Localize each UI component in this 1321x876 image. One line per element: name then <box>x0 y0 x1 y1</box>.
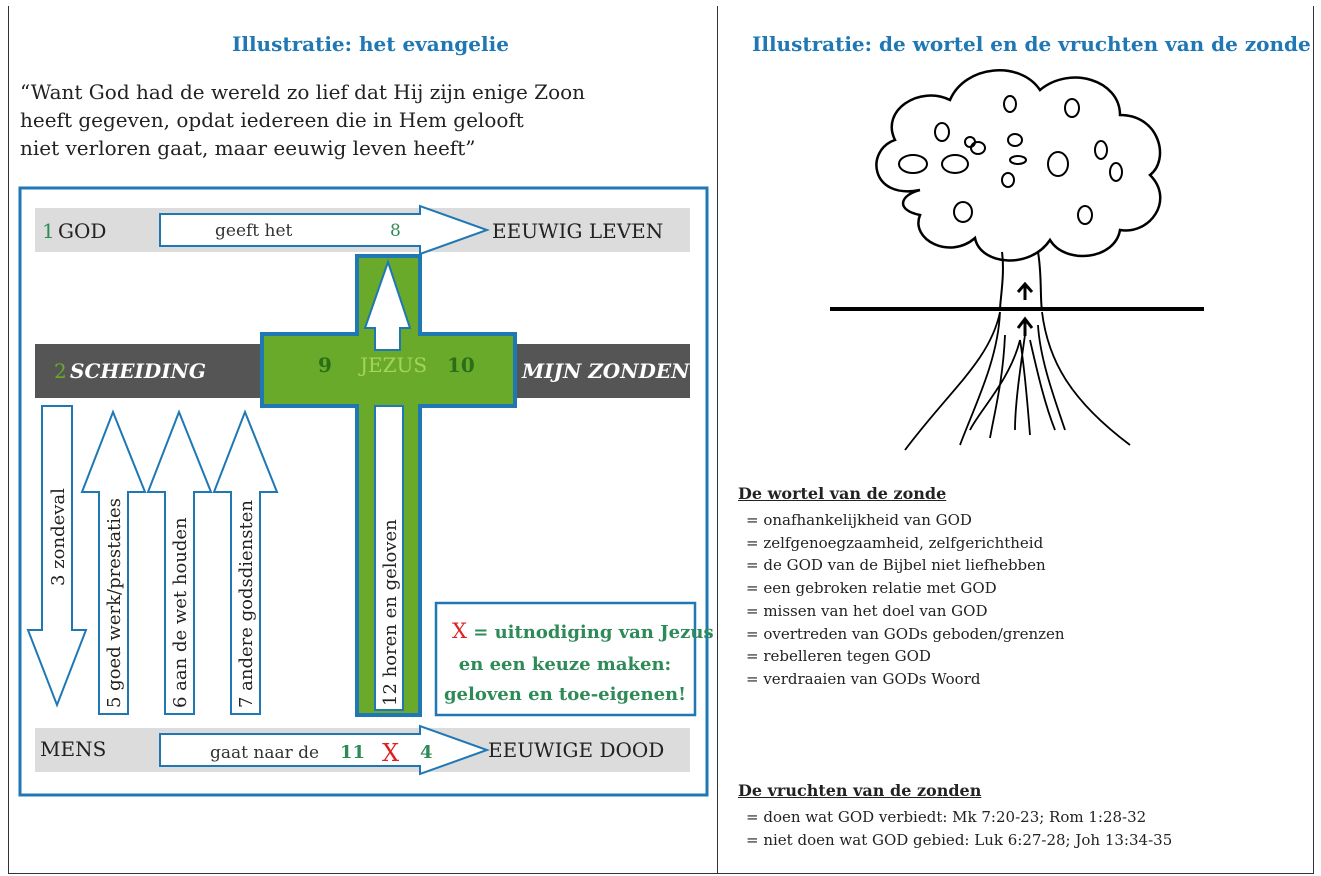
list-item: = een gebroken relatie met GOD <box>746 579 997 598</box>
fruit <box>898 154 928 174</box>
fruit <box>953 201 973 223</box>
column-divider <box>717 6 718 874</box>
man-label: MENS <box>40 737 106 761</box>
separation-label: SCHEIDING <box>70 359 206 383</box>
list-item: = rebelleren tegen GOD <box>746 647 931 666</box>
quote-line: “Want God had de wereld zo lief dat Hij … <box>20 80 586 104</box>
tree-roots <box>904 311 1131 451</box>
list-item: = niet doen wat GOD gebied: Luk 6:27-28;… <box>746 830 1173 849</box>
number-4: 4 <box>420 742 433 763</box>
invitation-line-3: geloven en toe-eigenen! <box>444 684 686 705</box>
list-item: = overtreden van GODs geboden/grenzen <box>746 624 1065 643</box>
tree-canopy <box>875 69 1162 262</box>
gives-arrow <box>159 204 490 256</box>
roots-heading: De wortel van de zonde <box>738 484 947 503</box>
list-item: = de GOD van de Bijbel niet liefhebben <box>746 556 1046 575</box>
list-item: = verdraaien van GODs Woord <box>746 669 981 688</box>
right-panel-title: Illustratie: de wortel en de vruchten va… <box>752 32 1311 56</box>
fruit <box>1009 155 1027 165</box>
gives-label: geeft het <box>215 221 293 241</box>
gospel-diagram: 1 GOD geeft het 8 EEUWIG LEVEN 2 SCHEIDI… <box>18 186 714 797</box>
fruits-list: = doen wat GOD verbiedt: Mk 7:20-23; Rom… <box>746 806 1172 851</box>
invitation-line-2: en een keuze maken: <box>459 654 671 675</box>
jesus-number-10: 10 <box>447 353 475 377</box>
god-number: 1 <box>42 219 55 243</box>
good-works-arrow <box>80 409 147 715</box>
jesus-number-9: 9 <box>318 353 332 377</box>
my-sins-label: MIJN ZONDEN <box>521 359 690 383</box>
eternal-death-label: EEUWIGE DOOD <box>488 738 664 762</box>
x-mark: X <box>382 739 399 767</box>
left-panel-title: Illustratie: het evangelie <box>232 32 509 56</box>
fruit <box>1047 151 1069 177</box>
eternal-life-label: EEUWIG LEVEN <box>492 219 663 243</box>
invitation-line-1: X = uitnodiging van Jezus <box>452 619 714 643</box>
fruit <box>1001 172 1015 188</box>
arrow-6-label: 6 aan de wet houden <box>170 517 191 708</box>
fruit <box>1077 205 1093 225</box>
hear-believe-bar <box>374 405 404 711</box>
cross-up-arrow <box>363 258 412 351</box>
separation-number: 2 <box>54 359 67 383</box>
cross-outline <box>260 254 517 717</box>
list-item: = zelfgenoegzaamheid, zelfgerichtheid <box>746 533 1044 552</box>
keep-law-arrow <box>146 409 213 715</box>
up-arrow-top <box>1016 281 1034 300</box>
fruit <box>1094 140 1108 160</box>
fruit <box>934 122 950 142</box>
fruits-heading: De vruchten van de zonden <box>738 781 982 800</box>
quote-line: niet verloren gaat, maar eeuwig leven he… <box>20 136 476 160</box>
number-11: 11 <box>340 742 365 763</box>
fruit <box>1003 95 1017 113</box>
arrow-12-label: 12 horen en geloven <box>380 519 401 706</box>
invitation-x: X <box>452 619 467 643</box>
tree-illustration <box>830 69 1204 451</box>
jesus-label: JEZUS <box>358 353 427 377</box>
cross-over-bar <box>262 344 515 398</box>
fall-arrow <box>26 405 88 708</box>
roots-list: = onafhankelijkheid van GOD = zelfgenoeg… <box>746 509 1065 691</box>
bible-quote: “Want God had de wereld zo lief dat Hij … <box>20 78 585 162</box>
up-arrow-bottom <box>1016 316 1034 336</box>
other-religions-arrow <box>212 409 279 715</box>
fruit <box>941 154 969 174</box>
arrow-3-label: 3 zondeval <box>48 488 69 586</box>
invitation-text-1: = uitnodiging van Jezus <box>467 622 714 643</box>
arrow-number-8: 8 <box>390 221 401 241</box>
invitation-box <box>434 601 697 717</box>
goes-to-arrow <box>159 724 490 776</box>
page-frame <box>8 6 1314 874</box>
fruit <box>1007 133 1023 147</box>
arrow-7-label: 7 andere godsdiensten <box>236 500 257 708</box>
list-item: = doen wat GOD verbiedt: Mk 7:20-23; Rom… <box>746 808 1147 826</box>
fruit <box>970 141 986 155</box>
fruit <box>1109 162 1123 182</box>
list-item: = onafhankelijkheid van GOD <box>746 511 972 529</box>
list-item: = missen van het doel van GOD <box>746 601 988 620</box>
quote-line: heeft gegeven, opdat iedereen die in Hem… <box>20 108 524 132</box>
god-label: GOD <box>58 219 106 243</box>
fruit <box>1064 98 1080 118</box>
goes-label: gaat naar de <box>210 743 319 763</box>
arrow-5-label: 5 goed werk/prestaties <box>104 498 125 708</box>
